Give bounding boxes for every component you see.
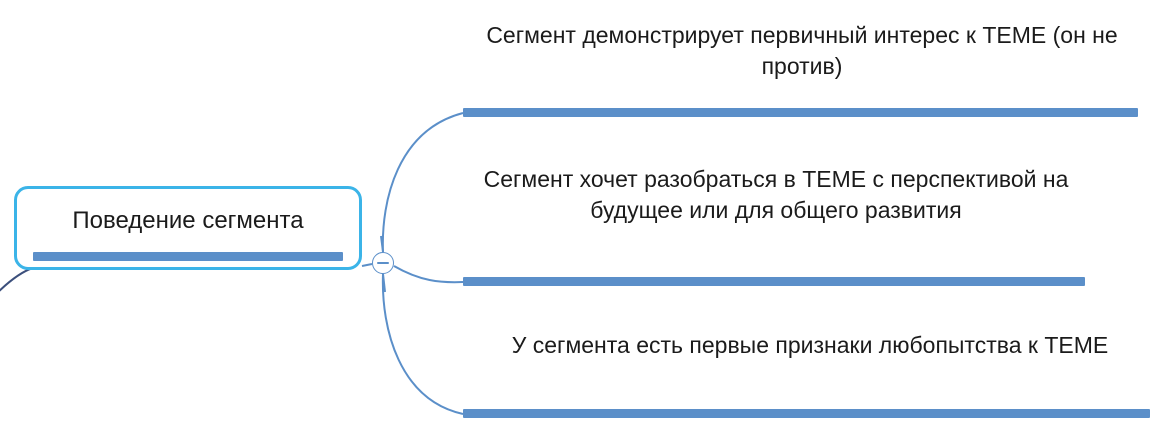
connector-branch-2 xyxy=(393,265,464,284)
connector-toggle-down xyxy=(382,273,386,293)
collapse-toggle-button[interactable] xyxy=(372,252,394,274)
connector-incoming xyxy=(0,267,34,292)
root-node-underline-bar xyxy=(33,252,343,261)
root-node-label: Поведение сегмента xyxy=(72,207,304,234)
minus-icon xyxy=(377,261,389,265)
branch-node-1-label: Сегмент демонстрирует первичный интерес … xyxy=(486,22,1118,79)
branch-node-2-label: Сегмент хочет разобраться в ТЕМЕ с персп… xyxy=(483,166,1069,223)
branch-node-3-underline-bar xyxy=(463,409,1150,418)
connector-root-to-toggle xyxy=(361,263,373,267)
connector-branch-1 xyxy=(381,112,464,253)
root-node[interactable]: Поведение сегмента xyxy=(14,186,362,270)
branch-node-1-underline-bar xyxy=(463,108,1138,117)
branch-node-3-label: У сегмента есть первые признаки любопытс… xyxy=(511,332,1109,358)
connector-toggle-up xyxy=(380,235,384,253)
connector-branch-3 xyxy=(381,273,464,415)
branch-node-2-underline-bar xyxy=(463,277,1085,286)
